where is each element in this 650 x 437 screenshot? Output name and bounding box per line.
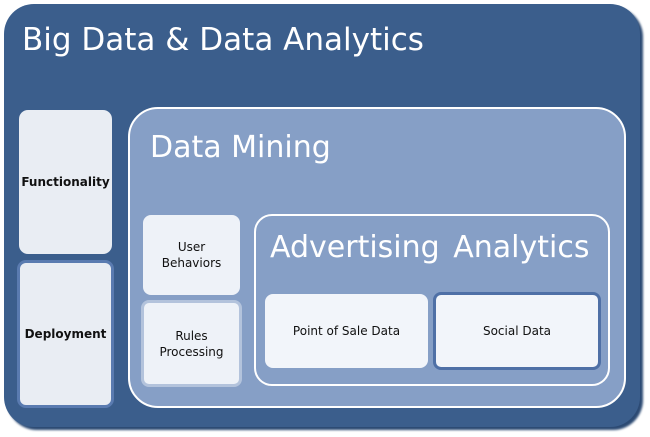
social-data-box: Social Data [433,292,601,370]
deployment-box: Deployment [17,260,114,408]
point-of-sale-box: Point of Sale Data [265,294,428,368]
point-of-sale-label: Point of Sale Data [292,324,401,338]
functionality-label: Functionality [21,175,110,189]
user-behaviors-label: User Behaviors [161,240,222,270]
diagram-title: Big Data & Data Analytics [22,22,424,58]
advertising-analytics-container [254,214,610,386]
social-data-label: Social Data [482,324,552,338]
rules-processing-box: Rules Processing [141,300,242,387]
deployment-label: Deployment [24,327,107,341]
rules-processing-label: Rules Processing [159,328,224,359]
user-behaviors-box: User Behaviors [143,215,240,295]
functionality-box: Functionality [19,110,112,254]
advertising-analytics-title: Advertising Analytics [270,230,590,265]
data-mining-title: Data Mining [150,130,331,165]
